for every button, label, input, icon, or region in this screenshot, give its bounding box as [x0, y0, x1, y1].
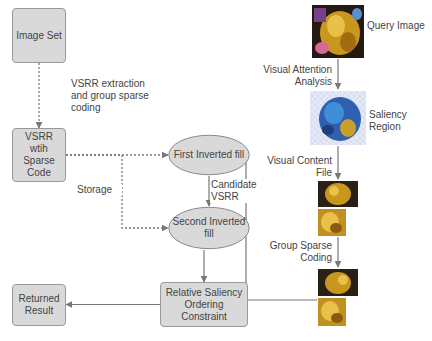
saliency-image: [310, 91, 366, 145]
dotted-connector: [38, 63, 39, 128]
image-label: Saliency Region: [369, 109, 429, 133]
image-label: Visual Content File: [250, 155, 332, 179]
image-label: Visual Attention Analysis: [244, 64, 332, 88]
text-wrap: Image Set: [16, 30, 62, 42]
node-text: VSRR wtih Sparse Code: [16, 131, 62, 179]
text-wrap: Relative Saliency Ordering Constraint: [164, 287, 244, 323]
process-ellipse: First Inverted fill: [168, 134, 250, 176]
content-file-image: [318, 181, 358, 236]
storage-box: VSRR wtih Sparse Code: [12, 128, 66, 182]
sparse-code-image: [318, 269, 358, 326]
query-image: [312, 5, 364, 58]
output-box: Returned Result: [12, 284, 66, 326]
dotted-connector: [66, 155, 168, 228]
node-text: Second Inverted fill: [171, 216, 247, 240]
image-label: Group Sparse Coding: [250, 240, 332, 264]
image-label: Query Image: [367, 20, 429, 32]
ellipse-shape: [169, 207, 249, 248]
node-text: Image Set: [16, 30, 62, 42]
edge-label: Storage: [76, 184, 122, 196]
edge-label: VSRR extraction and group sparse coding: [70, 78, 158, 114]
text-wrap: VSRR wtih Sparse Code: [16, 131, 62, 179]
text-wrap: Returned Result: [16, 293, 62, 317]
node-text: Returned Result: [16, 293, 62, 317]
text-wrap: First Inverted fill: [174, 149, 245, 161]
flow-arrow: [203, 250, 204, 282]
dotted-connector: [66, 154, 168, 155]
input-box: Image Set: [12, 8, 66, 63]
node-text: First Inverted fill: [174, 149, 245, 161]
edge-label: Candidate VSRR: [210, 179, 264, 203]
text-wrap: Second Inverted fill: [171, 216, 247, 240]
ellipse-shape: [169, 135, 249, 174]
flow-arrow: [66, 304, 160, 305]
process-box: Relative Saliency Ordering Constraint: [160, 282, 248, 327]
node-text: Relative Saliency Ordering Constraint: [164, 287, 244, 323]
process-ellipse: Second Inverted fill: [168, 206, 250, 250]
